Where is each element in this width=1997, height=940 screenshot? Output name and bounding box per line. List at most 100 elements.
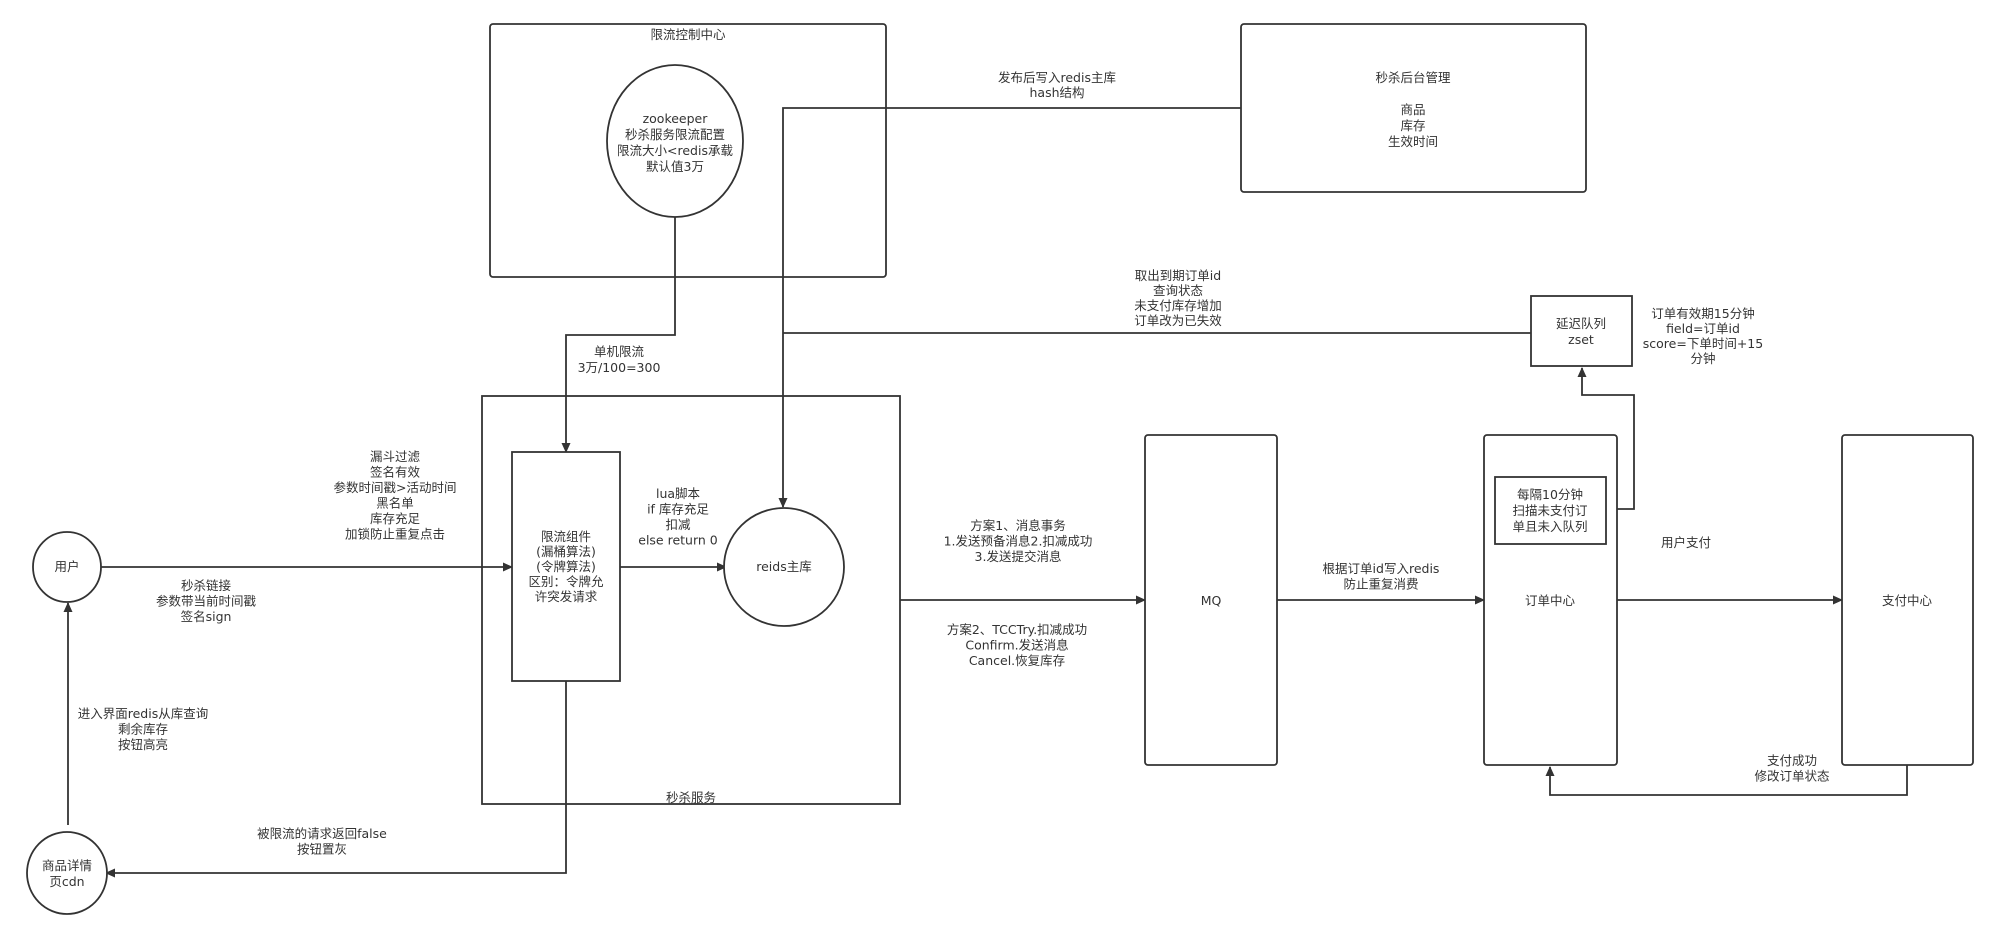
seckill-service-title: 秒杀服务 [666,790,716,805]
plan1-label-line: 1.发送预备消息2.扣减成功 [944,534,1093,549]
rate-limit-component-label-line: 许突发请求 [535,589,598,604]
user-label: 用户 [54,559,79,574]
payment-center-label-line: 支付中心 [1882,593,1933,608]
mq-box [1144,434,1278,766]
product-page-label-line: 页cdn [49,874,84,889]
rate-limit-component-label-line: (令牌算法) [536,559,596,574]
funnel-filter-label-line: 签名有效 [370,465,421,480]
single-limit-label-line: 3万/100=300 [578,360,661,375]
order-center-label: 订单中心 [1525,593,1576,608]
lua-script-label-line: if 库存充足 [647,502,709,517]
pay-success-label-line: 支付成功 [1767,753,1817,768]
expire-check-label-line: 未支付库存增加 [1134,298,1222,313]
seckill-link-label-line: 参数带当前时间戳 [156,594,257,609]
zookeeper-label-line: 默认值3万 [646,159,704,174]
seckill-link-label-line: 签名sign [181,609,232,624]
delay-queue-label-line: 延迟队列 [1556,316,1606,331]
scan-task-label-line: 扫描未支付订 [1512,503,1587,518]
mq-label: MQ [1201,593,1222,608]
lua-script-label-line: lua脚本 [656,486,701,501]
payment-center-box [1841,434,1974,766]
pay-success-label-line: 修改订单状态 [1754,769,1829,784]
payment-center-label: 支付中心 [1882,593,1933,608]
publish-label-line: 发布后写入redis主库 [998,70,1116,85]
funnel-filter-label-line: 加锁防止重复点击 [345,527,445,542]
redis-master-label-line: reids主库 [756,559,811,574]
enter-page-label-line: 剩余库存 [118,722,168,737]
scan-task-label-line: 单且未入队列 [1512,519,1587,534]
user-label-line: 用户 [54,559,79,574]
funnel-filter-label-line: 漏斗过滤 [370,449,421,464]
funnel-filter-label-line: 库存充足 [370,511,421,526]
plan1-label-line: 3.发送提交消息 [975,549,1062,564]
product-page-node [26,831,108,915]
expire-check-label-line: 取出到期订单id [1135,268,1221,283]
redis-master-node [723,507,845,627]
rate-limit-component-label-line: 区别：令牌允 [528,574,604,589]
seckill-link-label-line: 秒杀链接 [181,578,232,593]
order-validity-label-line: 分钟 [1690,351,1715,366]
zookeeper-node [606,64,744,218]
consume-label-line: 根据订单id写入redis [1323,561,1440,576]
delay-queue-box [1530,295,1633,367]
edge-scan-to-delay-queue [1577,367,1635,510]
zookeeper-label-line: 秒杀服务限流配置 [625,127,725,142]
rate-limit-component-label-line: 限流组件 [541,529,591,544]
admin-label-line: 商品 [1400,102,1425,117]
edge-zookeeper-to-component [561,217,676,453]
redis-master-label: reids主库 [756,559,811,574]
plan1-label-line: 方案1、消息事务 [970,518,1065,533]
single-limit-label-line: 单机限流 [594,344,645,359]
user-pay-label: 用户支付 [1661,535,1711,550]
enter-page-label-line: 进入界面redis从库查询 [78,706,208,721]
expire-check-label-line: 订单改为已失效 [1134,313,1222,328]
lua-script-label-line: else return 0 [638,533,718,548]
rate-limit-component-label-line: (漏桶算法) [536,544,596,559]
plan2-label-line: Cancel.恢复库存 [969,653,1065,668]
consume-label-line: 防止重复消费 [1343,577,1418,592]
publish-label-line: hash结构 [1029,85,1084,100]
expire-check-label-line: 查询状态 [1153,283,1203,298]
user-pay-label-line: 用户支付 [1661,535,1711,550]
order-validity-label-line: 订单有效期15分钟 [1651,306,1754,321]
admin-label-line: 秒杀后台管理 [1375,70,1451,85]
enter-page-label-line: 按钮高亮 [118,737,168,752]
limited-request-label-line: 被限流的请求返回false [257,826,387,841]
zookeeper-label-line: zookeeper [643,111,709,126]
order-validity-label-line: field=订单id [1666,321,1740,336]
rate-limit-center-title: 限流控制中心 [650,27,726,42]
edge-admin-to-redis [778,107,1241,508]
plan2-label-line: 方案2、TCCTry.扣减成功 [947,622,1087,637]
plan2-label-line: Confirm.发送消息 [965,638,1068,653]
admin-label-line: 生效时间 [1388,134,1438,149]
scan-task-box [1494,476,1607,545]
edge-component-to-product-page [105,681,567,878]
zookeeper-label-line: 限流大小<redis承载 [617,143,733,158]
order-center-label-line: 订单中心 [1525,593,1576,608]
lua-script-label-line: 扣减 [665,517,691,532]
funnel-filter-label-line: 参数时间戳>活动时间 [334,480,457,495]
rate-limit-component-box [511,451,621,682]
order-validity-label-line: score=下单时间+15 [1643,336,1763,351]
scan-task-label-line: 每隔10分钟 [1517,487,1583,502]
edge-payment-to-order [1545,765,1908,796]
